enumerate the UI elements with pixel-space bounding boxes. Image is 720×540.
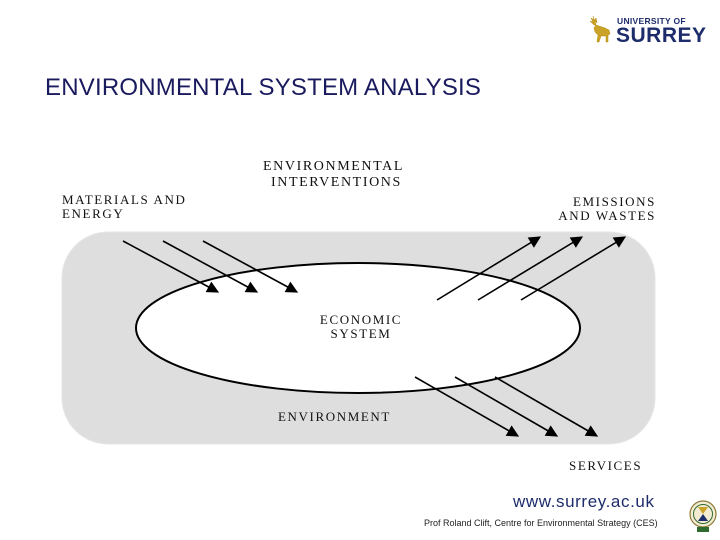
services-arrow: [494, 376, 599, 437]
outflow-arrow: [477, 236, 584, 301]
university-logo: UNIVERSITY OF SURREY: [585, 14, 706, 47]
label-materials-energy: MATERIALS AND ENERGY: [62, 192, 187, 221]
inflow-arrow: [162, 240, 259, 293]
label-environment: ENVIRONMENT: [278, 409, 391, 424]
logo-line-1: UNIVERSITY OF: [617, 16, 686, 26]
logo-line-2: SURREY: [616, 24, 707, 47]
author-credit: Prof Roland Clift, Centre for Environmen…: [424, 518, 658, 528]
services-arrow: [414, 376, 520, 437]
ces-seal-icon: [689, 500, 717, 532]
label-economic-system: ECONOMIC SYSTEM: [319, 312, 403, 341]
inflow-arrow: [122, 240, 220, 293]
outflow-arrow: [436, 236, 542, 301]
inflow-arrows: [122, 240, 299, 293]
label-emissions-wastes: EMISSIONS AND WASTES: [558, 194, 656, 223]
services-arrow: [454, 376, 559, 437]
label-environmental-interventions: ENVIRONMENTAL INTERVENTIONS: [263, 159, 404, 190]
label-services: SERVICES: [569, 458, 643, 473]
website-url[interactable]: www.surrey.ac.uk: [513, 492, 655, 511]
inflow-arrow: [202, 240, 299, 293]
outflow-arrow: [520, 236, 627, 301]
services-arrows: [414, 376, 599, 437]
outflow-arrows: [436, 236, 627, 301]
stag-icon: [589, 15, 611, 43]
page-title: ENVIRONMENTAL SYSTEM ANALYSIS: [45, 74, 482, 101]
economic-system-ellipse: [135, 262, 581, 394]
